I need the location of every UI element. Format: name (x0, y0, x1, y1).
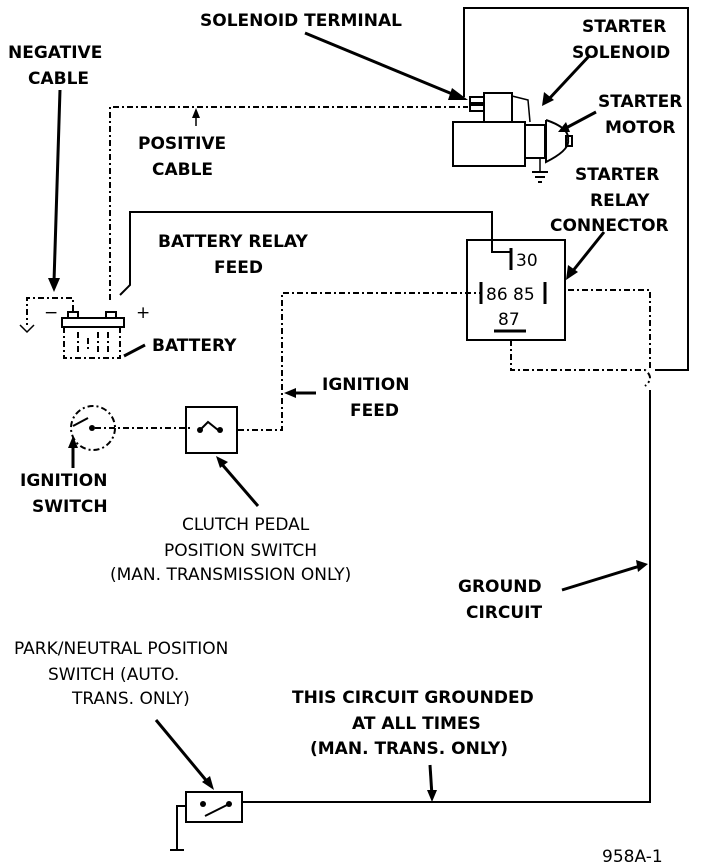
label-relay-connector-2: RELAY (590, 191, 650, 211)
label-battery-relay-feed-2: FEED (214, 258, 263, 278)
label-starter-motor-1: STARTER (598, 92, 682, 112)
park-neutral-switch (185, 791, 243, 823)
label-ground-circuit-1: GROUND (458, 577, 542, 597)
relay-box (466, 239, 566, 341)
label-ignition-switch-2: SWITCH (32, 497, 108, 517)
label-relay-connector-1: STARTER (575, 165, 659, 185)
negative-cable-wire (26, 297, 74, 325)
label-battery-positive: + (136, 303, 150, 323)
leader-arrows (48, 31, 648, 802)
label-positive-cable-2: CABLE (152, 160, 213, 180)
label-clutch-switch-2: POSITION SWITCH (164, 541, 317, 561)
labels: SOLENOID TERMINAL NEGATIVE CABLE STARTER… (8, 11, 682, 867)
relay-85-wire (568, 289, 651, 370)
relay-pin-87: 87 (498, 310, 520, 330)
label-ignition-feed-2: FEED (350, 401, 399, 421)
label-park-neutral-1: PARK/NEUTRAL POSITION (14, 639, 228, 659)
solenoid-feed-wire (463, 7, 689, 371)
label-park-neutral-3: TRANS. ONLY) (71, 689, 190, 709)
label-battery: BATTERY (152, 336, 237, 356)
starter-solenoid-body (483, 92, 513, 123)
positive-cable-wire (109, 106, 468, 300)
label-park-neutral-2: SWITCH (AUTO. (48, 665, 179, 685)
label-negative-cable-2: CABLE (28, 69, 89, 89)
label-grounded-note-3: (MAN. TRANS. ONLY) (310, 739, 508, 759)
relay-connector-arrow (570, 231, 606, 273)
park-neutral-arrow (154, 719, 212, 786)
ignition-feed-wire (238, 292, 482, 431)
starter-motor-arrow (565, 110, 597, 130)
label-negative-cable-1: NEGATIVE (8, 43, 102, 63)
ignition-switch-circle (70, 405, 116, 451)
relay-pin-30: 30 (516, 251, 538, 271)
label-relay-connector-3: CONNECTOR (550, 216, 669, 236)
starter-ground-icon (532, 171, 548, 183)
label-positive-cable-1: POSITIVE (138, 134, 226, 154)
starter-assembly (452, 92, 573, 183)
park-neutral-ground-wire (176, 805, 186, 850)
label-ground-circuit-2: CIRCUIT (466, 603, 542, 623)
ground-circuit-wire (243, 390, 651, 803)
label-starter-solenoid-1: STARTER (582, 17, 666, 37)
label-ignition-feed-1: IGNITION (322, 375, 409, 395)
label-clutch-switch-3: (MAN. TRANSMISSION ONLY) (110, 565, 351, 585)
ground-circuit-arrow (561, 564, 641, 592)
battery-positive-post (105, 311, 117, 319)
battery-relay-feed-wire (119, 211, 510, 296)
ignition-switch (70, 405, 116, 451)
wires (26, 7, 689, 851)
starter-solenoid-arrow (546, 53, 592, 102)
starter-motor-body (452, 121, 526, 167)
label-starter-motor-2: MOTOR (605, 118, 676, 138)
solenoid-terminal-arrow (304, 31, 463, 100)
battery (19, 311, 125, 359)
battery-negative-post (67, 311, 79, 319)
clutch-pedal-switch (185, 406, 238, 454)
solenoid-terminal (469, 96, 485, 104)
figure-id: 958A-1 (602, 847, 663, 867)
negative-cable-arrow (52, 89, 62, 283)
relay-87-wire (510, 340, 651, 387)
relay-pin-86-85: 86 85 (486, 285, 535, 305)
battery-arrow (123, 343, 146, 358)
label-battery-relay-feed-1: BATTERY RELAY (158, 232, 308, 252)
label-battery-negative: − (44, 303, 58, 323)
clutch-switch-arrow (218, 461, 260, 507)
label-starter-solenoid-2: SOLENOID (572, 43, 670, 63)
starter-relay (466, 239, 566, 341)
label-solenoid-terminal: SOLENOID TERMINAL (200, 11, 402, 31)
label-clutch-switch-1: CLUTCH PEDAL (182, 515, 310, 535)
label-grounded-note-2: AT ALL TIMES (352, 714, 481, 734)
battery-ground-icon (19, 324, 35, 334)
label-ignition-switch-1: IGNITION (20, 471, 107, 491)
label-grounded-note-1: THIS CIRCUIT GROUNDED (292, 688, 534, 708)
